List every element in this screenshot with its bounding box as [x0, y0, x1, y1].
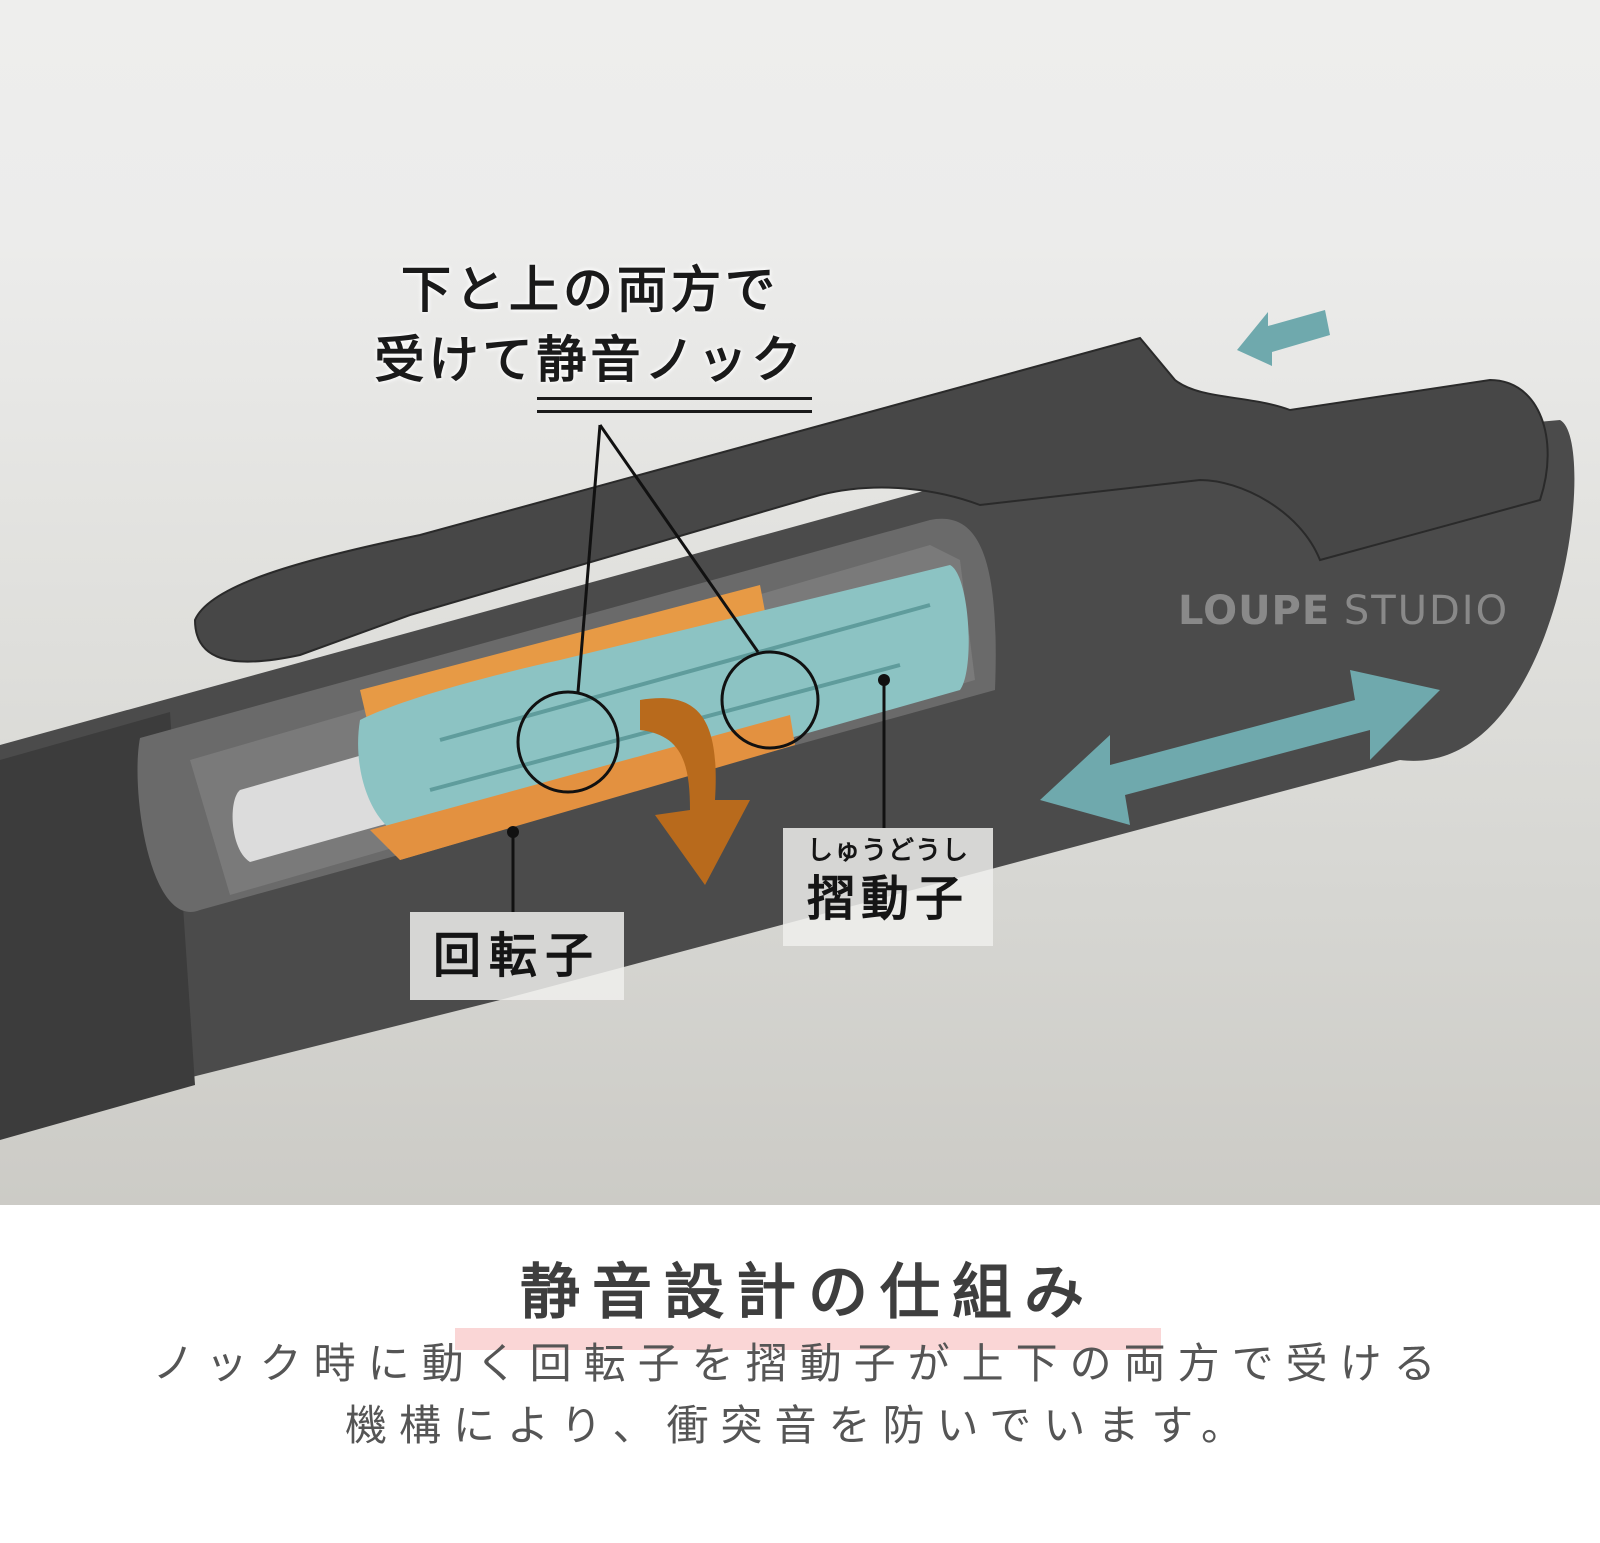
callout-line-2-underlined: 静音ノック: [536, 325, 812, 413]
caption-body-line-1: ノック時に動く回転子を摺動子が上下の両方で受ける: [152, 1339, 1448, 1388]
slider-label: しゅうどうし 摺動子: [783, 828, 993, 946]
callout-title: 下と上の両方で 受けて静音ノック: [370, 255, 812, 413]
slider-label-ruby: しゅうどうし: [806, 836, 969, 866]
caption-body: ノック時に動く回転子を摺動子が上下の両方で受ける 機構により、衝突音を防いでいま…: [0, 1333, 1600, 1457]
caption-section: 静音設計の仕組み ノック時に動く回転子を摺動子が上下の両方で受ける 機構により、…: [0, 1205, 1600, 1543]
ink-refill: [232, 750, 400, 862]
watermark-light: STUDIO: [1343, 588, 1510, 634]
contact-point-lower: [516, 690, 620, 794]
caption-title: 静音設計の仕組み: [520, 1258, 1096, 1328]
motion-arrow-double: [1040, 670, 1440, 825]
mechanism-illustration: 下と上の両方で 受けて静音ノック 回転子 しゅうどうし 摺動子 LOUPE ST…: [0, 0, 1600, 1205]
pen-barrel: [0, 420, 1575, 1130]
caption-title-wrap: 静音設計の仕組み: [455, 1243, 1161, 1350]
caption-body-line-2: 機構により、衝突音を防いでいます。: [344, 1401, 1256, 1450]
pen-cutaway-diagram: [0, 310, 1575, 1140]
watermark-bold: LOUPE: [1178, 588, 1331, 634]
rotation-arrow: [640, 698, 750, 885]
slider-label-text: 摺動子: [806, 871, 969, 927]
rotator-label: 回転子: [410, 912, 624, 1000]
callout-line-2-prefix: 受けて: [374, 331, 537, 389]
contact-point-upper: [720, 650, 820, 750]
watermark: LOUPE STUDIO: [1178, 588, 1509, 634]
callout-line-1: 下と上の両方で: [401, 261, 779, 319]
title-highlight-bar: [455, 1328, 1161, 1350]
motion-arrow-small: [1237, 310, 1330, 366]
pen-clip: [193, 336, 1549, 663]
